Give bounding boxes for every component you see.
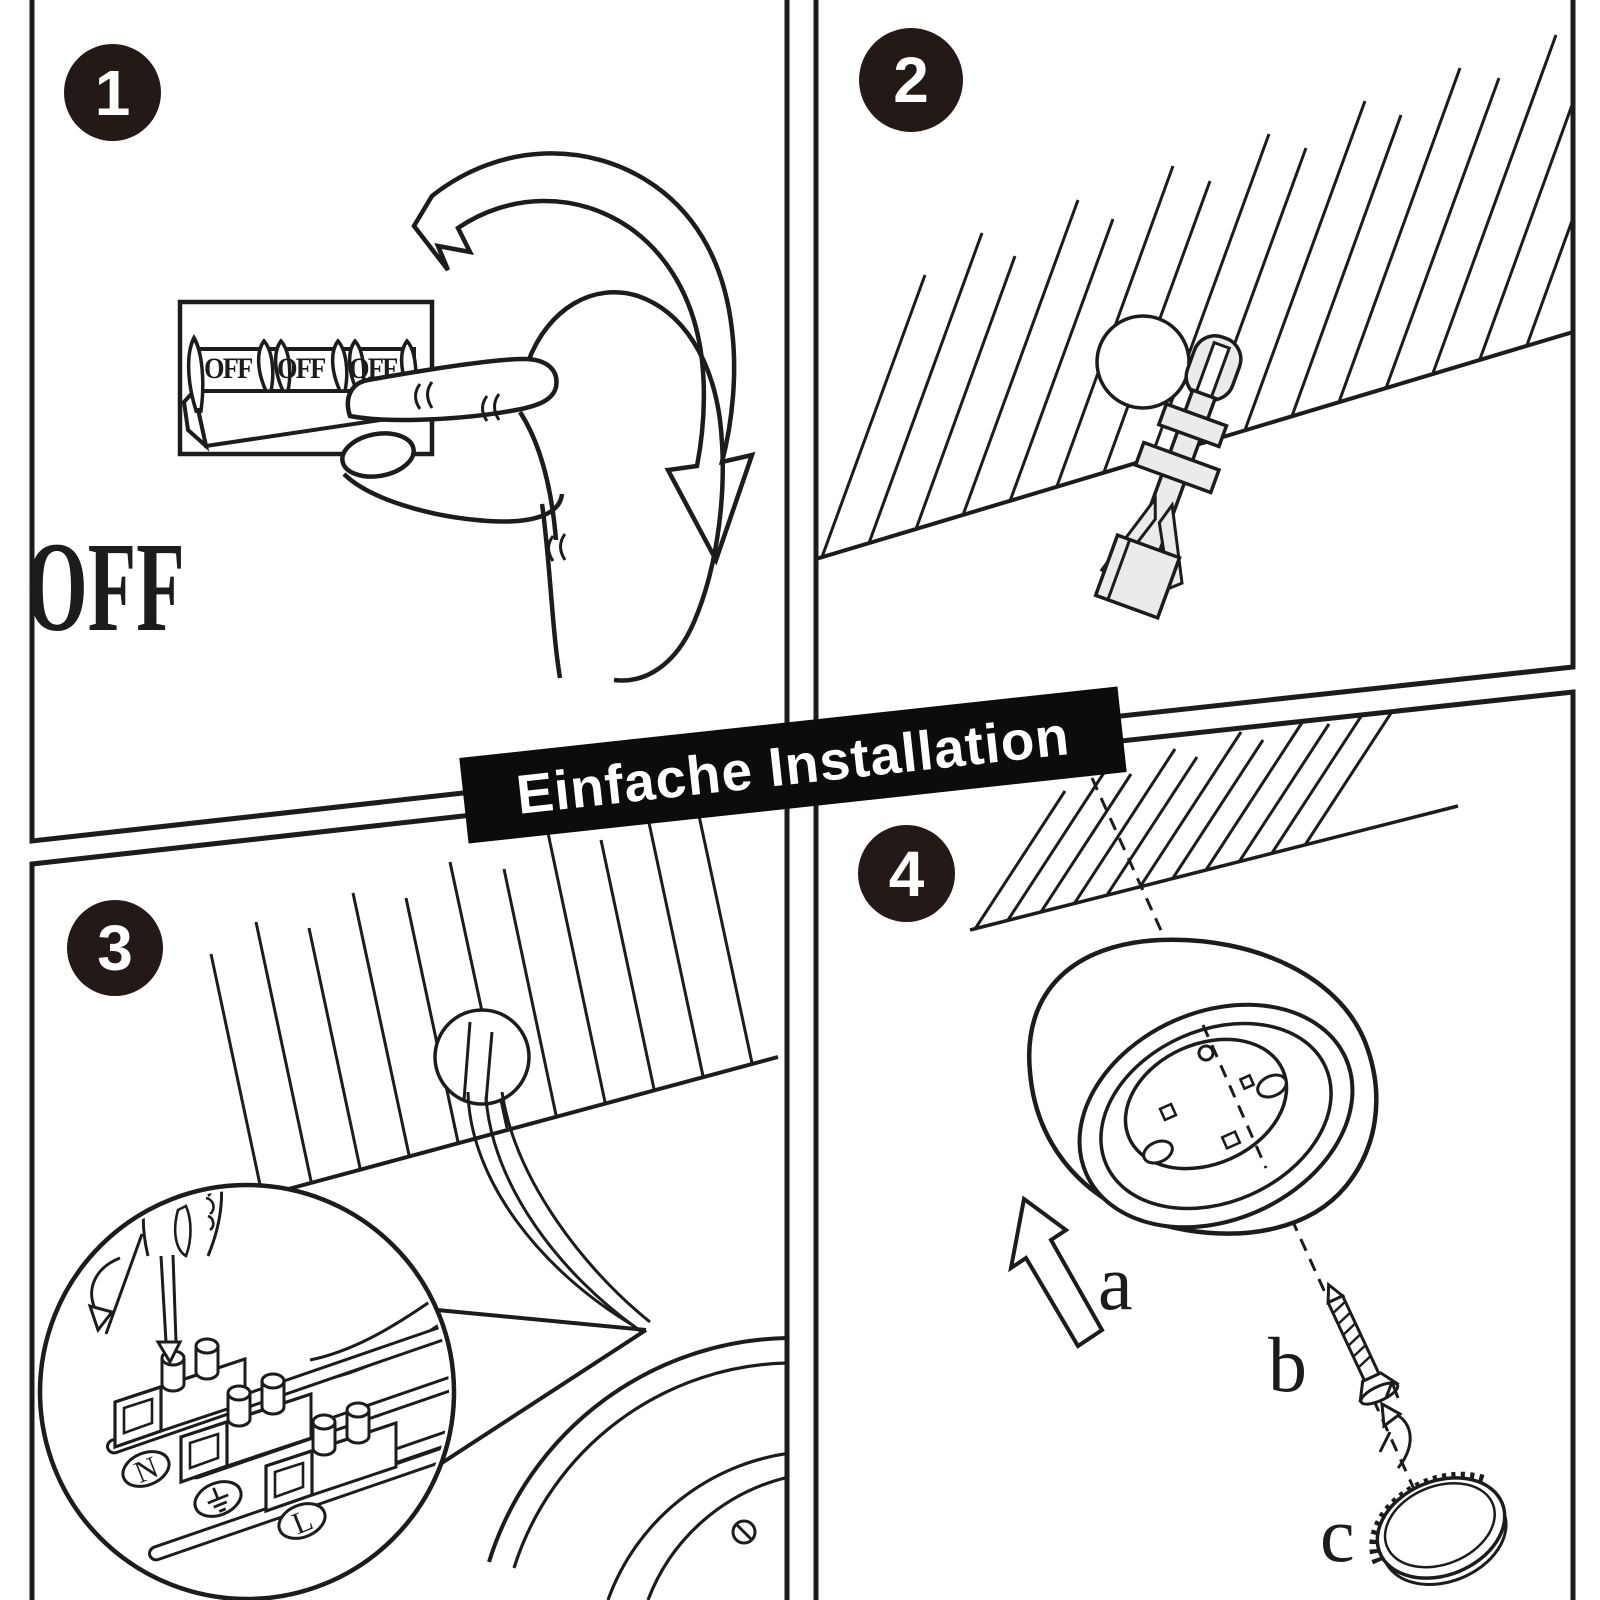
cover-disc [1369, 1471, 1508, 1586]
step-1-badge: 1 [64, 44, 161, 141]
neutral-terminal-badge [121, 1450, 171, 1488]
power-off-status-label: OFF [26, 516, 185, 658]
breaker-switch-label-3: OFF [349, 352, 398, 385]
step-4-badge: 4 [858, 825, 955, 922]
step3-drawing: N L [37, 803, 787, 1600]
ceiling-hatch [973, 697, 1397, 930]
breaker-switch-label-2: OFF [277, 352, 326, 385]
power-off-swing-arrow-icon [411, 151, 756, 566]
magnifier-pointer [426, 1308, 648, 1474]
fixture-housing [1026, 937, 1379, 1236]
ceiling-hatch [209, 803, 754, 1195]
mounting-screw [1326, 1281, 1400, 1406]
part-label-b: b [1268, 1321, 1307, 1408]
screwdriver [141, 1190, 224, 1366]
step-2-badge: 2 [859, 28, 963, 132]
earth-ground-icon [207, 1487, 229, 1513]
ceiling-edge [969, 804, 1459, 932]
part-label-a: a [1098, 1239, 1133, 1326]
live-terminal-badge [277, 1502, 327, 1540]
hand-illustration [340, 290, 725, 683]
ceiling-edge [254, 1055, 779, 1200]
mounting-hole [1142, 1139, 1174, 1165]
step1-drawing [177, 151, 756, 683]
fixture-rim-arcs [487, 1335, 787, 1600]
push-up-arrow-icon [1008, 1195, 1105, 1349]
step2-drawing [816, 10, 1573, 621]
magnifier-content: N L [87, 1190, 449, 1562]
step-3-badge: 3 [67, 900, 163, 996]
wires [462, 1021, 651, 1334]
motion-marks-icon [414, 381, 567, 562]
breaker-switch-label-1: OFF [204, 352, 253, 385]
drill-hole [1095, 314, 1191, 410]
wall-anchor [1093, 334, 1243, 621]
step4-drawing [969, 692, 1561, 1586]
wire-hole [433, 1008, 531, 1106]
part-label-c: c [1320, 1491, 1355, 1578]
breaker-lever-icons [186, 334, 418, 414]
screw-rotation-arrow-icon [1378, 1377, 1412, 1469]
tighten-rotation-arrow-icon [87, 1233, 144, 1335]
mounting-hole [1256, 1073, 1288, 1099]
